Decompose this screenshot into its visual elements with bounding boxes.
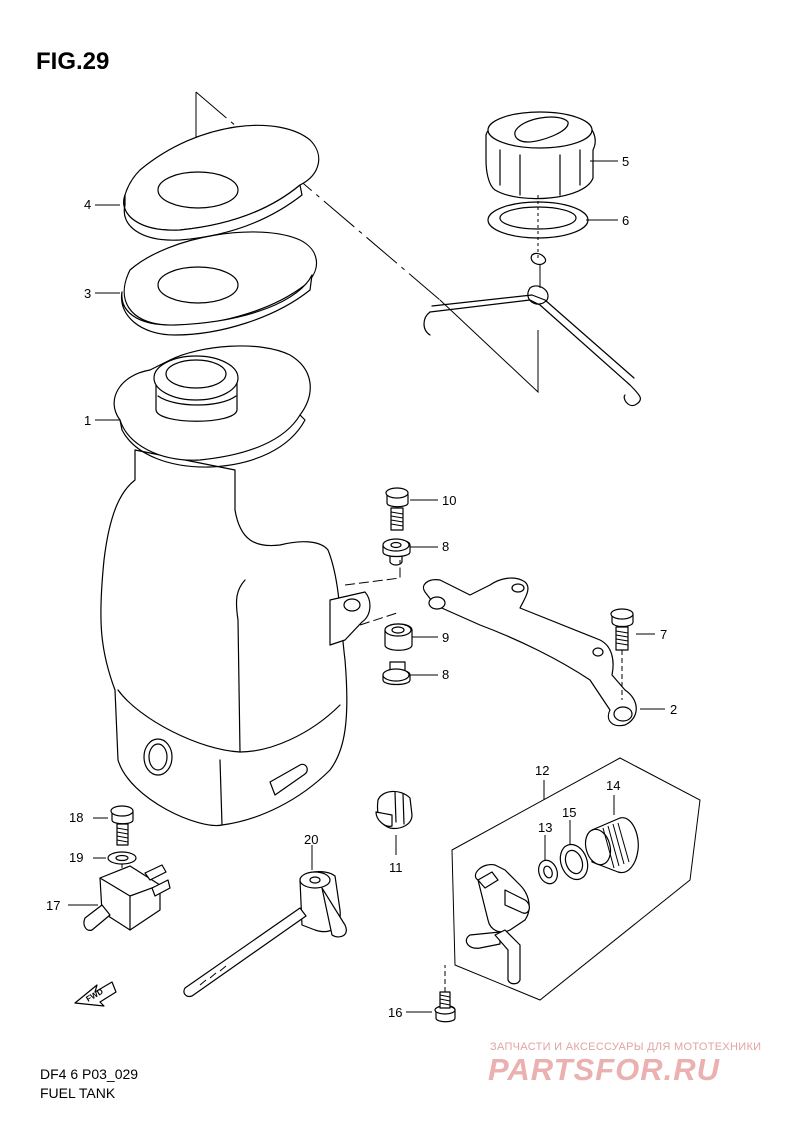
- watermark-tagline: ЗАПЧАСТИ И АКСЕССУАРЫ ДЛЯ МОТОТЕХНИКИ: [490, 1041, 762, 1053]
- part-20-gauge: [183, 845, 347, 998]
- part-14-filter-cup: [584, 817, 639, 874]
- callout-18: 18: [69, 810, 83, 825]
- figure-title: FIG.29: [36, 48, 110, 75]
- part-18-bolt: [110, 805, 134, 846]
- callout-5: 5: [622, 154, 629, 169]
- part-10-bolt: [385, 487, 409, 531]
- callout-4: 4: [84, 197, 91, 212]
- part-15-washer: [559, 843, 589, 881]
- part-2-bracket: [422, 577, 637, 727]
- part-17-connector: [83, 864, 171, 931]
- part-8-washer-lower: [382, 661, 411, 686]
- callout-16: 16: [388, 1005, 402, 1020]
- callout-15: 15: [562, 805, 576, 820]
- watermark-brand-logo: PARTSFOR.RU: [488, 1052, 721, 1087]
- part-5-filler-cap: [485, 111, 596, 200]
- fwd-arrow-icon: FWD: [74, 981, 117, 1007]
- part-8-washer-upper: [382, 538, 411, 566]
- callout-2: 2: [670, 702, 677, 717]
- part-16-bolt: [434, 965, 456, 1023]
- callout-12: 12: [535, 763, 549, 778]
- callout-7: 7: [660, 627, 667, 642]
- part-12-fuel-cock-assembly: [451, 757, 701, 1001]
- callout-3: 3: [84, 286, 91, 301]
- part-7-bolt: [610, 608, 634, 700]
- callout-labels: 4 3 1 5 6 10 8 9 8 7 2 12 14 15 13 11 20…: [46, 154, 677, 1020]
- part-3-rubber-seal: [120, 231, 318, 336]
- callout-17: 17: [46, 898, 60, 913]
- part-6-cap-gasket: [487, 195, 589, 305]
- part-4-gasket-plate: [123, 124, 320, 241]
- callout-8-lower: 8: [442, 667, 449, 682]
- part-9-grommet: [384, 623, 413, 651]
- callout-11: 11: [389, 860, 403, 875]
- callout-1: 1: [84, 413, 91, 428]
- callout-10: 10: [442, 493, 456, 508]
- callout-8-upper: 8: [442, 539, 449, 554]
- part-13-o-ring: [537, 859, 559, 885]
- part-1-fuel-tank: [100, 345, 371, 827]
- callout-6: 6: [622, 213, 629, 228]
- diagram-name: FUEL TANK: [40, 1085, 116, 1101]
- callout-9: 9: [442, 630, 449, 645]
- callout-13: 13: [538, 820, 552, 835]
- retaining-wire: [423, 294, 642, 407]
- diagram-code: DF4 6 P03_029: [40, 1066, 139, 1082]
- callout-leaders: [68, 160, 665, 1013]
- callout-14: 14: [606, 778, 620, 793]
- part-11-knob: [375, 790, 413, 830]
- callout-19: 19: [69, 850, 83, 865]
- callout-20: 20: [304, 832, 318, 847]
